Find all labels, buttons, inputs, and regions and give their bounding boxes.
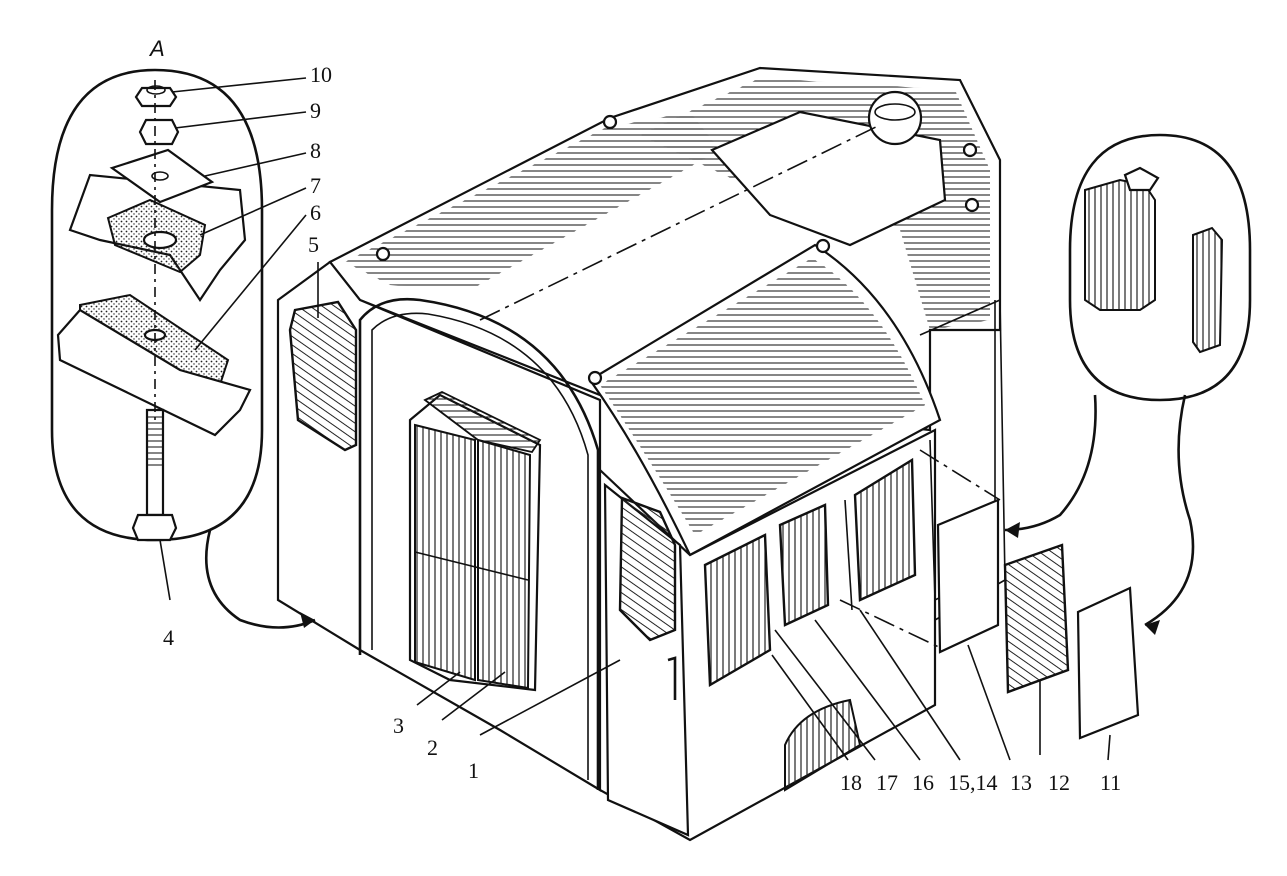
rear-window-12	[1003, 543, 1070, 694]
callout-5: 5	[308, 232, 319, 257]
callout-10: 10	[310, 62, 332, 87]
seal-profile-small	[1192, 226, 1224, 354]
washer-plate-8	[109, 148, 215, 204]
callout-7: 7	[310, 173, 321, 198]
detail-view-label-a: A	[148, 36, 165, 61]
callout-16: 16	[912, 770, 934, 795]
detail-seal-bubble	[1068, 133, 1252, 402]
detail-a-bubble	[50, 68, 264, 542]
windscreen-right	[853, 457, 917, 602]
callout-12: 12	[1048, 770, 1070, 795]
callout-11: 11	[1100, 770, 1121, 795]
roof-vent	[867, 90, 923, 146]
side-door-frame	[358, 297, 600, 790]
callout-1: 1	[468, 758, 479, 783]
callout-8: 8	[310, 138, 321, 163]
detail-a-pointer	[204, 529, 316, 629]
rear-frame-13	[936, 498, 1000, 654]
callout-15-14: 15,14	[948, 770, 998, 795]
door-handle	[667, 656, 677, 700]
roof-ribbing	[345, 112, 720, 290]
callout-18: 18	[840, 770, 862, 795]
callout-13: 13	[1010, 770, 1032, 795]
front-roof-ribbing	[600, 258, 925, 535]
callout-17: 17	[876, 770, 898, 795]
windscreen-left	[703, 533, 772, 688]
detail-seal-pointer-1	[1004, 394, 1097, 532]
side-window-5	[288, 300, 358, 452]
callout-4: 4	[163, 625, 174, 650]
front-door-window	[618, 496, 677, 642]
bolt-head	[131, 513, 178, 542]
nut-10	[134, 86, 178, 108]
leader-lines	[159, 77, 1111, 761]
detail-seal-pointer-2	[1144, 394, 1195, 627]
windscreen-center	[778, 503, 830, 627]
callout-6: 6	[310, 200, 321, 225]
callout-9: 9	[310, 98, 321, 123]
seal-profile-large	[1084, 178, 1156, 311]
rear-window-11	[1076, 586, 1140, 740]
callout-3: 3	[393, 713, 404, 738]
air-vent-grille	[784, 698, 862, 792]
heater-radiator	[408, 391, 542, 692]
nut-9	[138, 118, 180, 146]
roof-hatch	[710, 110, 947, 247]
cab-body	[276, 66, 1006, 842]
callout-2: 2	[427, 735, 438, 760]
